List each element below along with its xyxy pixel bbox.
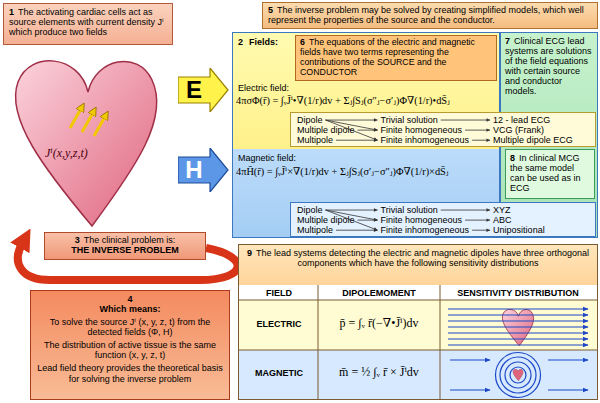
callout-number: 2	[238, 37, 243, 47]
body-text: The inverse problem may be solved by cre…	[268, 5, 584, 25]
note-box: 6The equations of the electric and magne…	[295, 35, 497, 81]
model-term: Finite homogeneous	[381, 125, 463, 135]
body-text: The equations of the electric and magnet…	[300, 37, 475, 77]
field-letter: H	[178, 157, 210, 183]
body-text: Lead field theory provides the theoretic…	[37, 363, 223, 383]
model-term: XYZ	[493, 205, 511, 215]
body-text: The clinical problem is:	[84, 235, 176, 245]
model-term: ABC	[493, 215, 512, 225]
model-box: DipoleMultiple dipoleMultipole Trivial so…	[290, 202, 596, 237]
model-arrow	[326, 210, 378, 211]
model-term: Finite inhomogeneous	[381, 225, 470, 235]
table-header: FIELD	[240, 288, 318, 298]
model-term: Dipole	[297, 115, 323, 125]
model-term: Multiple dipole	[297, 125, 355, 135]
model-arrow	[336, 230, 378, 231]
note-box: 1The activating cardiac cells act as sou…	[3, 3, 173, 45]
current-density-label: Jⁱ(x,y,z,t)	[45, 146, 88, 161]
note-box: 3 The clinical problem is:THE INVERSE PRO…	[44, 232, 206, 260]
model-term: Multiple dipole ECG	[493, 135, 573, 145]
arrowhead	[374, 228, 378, 231]
callout-number: 8	[510, 153, 515, 163]
note-box: 4Which means: To solve the source Jⁱ (x, …	[30, 290, 230, 400]
body-text: In clinical MCG the same model can be us…	[510, 153, 581, 193]
callout-number: 7	[505, 36, 510, 46]
body-text: The activating cardiac cells act as sour…	[9, 7, 164, 37]
model-term: Trivial solution	[381, 205, 438, 215]
field-label: Magnetic field:	[238, 153, 296, 163]
model-term: Unipositional	[493, 225, 545, 235]
model-term: Dipole	[297, 205, 323, 215]
heading: Fields:	[249, 37, 278, 47]
model-term: Trivial solution	[381, 115, 438, 125]
model-term: 12 - lead ECG	[493, 115, 550, 125]
table-header: SENSITIVITY DISTRIBUTION	[440, 288, 596, 298]
model-arrow	[465, 130, 490, 131]
field-arrow: E	[178, 68, 230, 112]
body-text: To solve the source Jⁱ (x, y, z, t) from…	[37, 317, 223, 337]
heart-illustration	[16, 61, 157, 226]
model-arrow	[326, 210, 378, 230]
model-arrow	[326, 120, 378, 121]
equation: 4πσΦ(r̄) = ∫ᵥJ̄ⁱ•∇(1/r)dv + Σⱼ∫Sⱼ(σ″ⱼ−σ′…	[236, 95, 498, 107]
arrowhead	[374, 218, 378, 221]
model-arrow	[326, 120, 378, 130]
model-term: VCG (Frank)	[493, 125, 544, 135]
field-label: Electric field:	[238, 83, 289, 93]
field-arrow: H	[178, 148, 230, 192]
arrow-shape	[178, 148, 228, 192]
callout-number: 9	[247, 248, 252, 258]
model-term: Multipole	[297, 225, 333, 235]
arrowhead	[487, 138, 491, 141]
model-term: Finite inhomogeneous	[381, 135, 470, 145]
note-box: 5The inverse problem may be solved by cr…	[262, 2, 598, 29]
callout-number: 6	[300, 37, 305, 47]
callout-number: 3	[75, 235, 80, 245]
heading: THE INVERSE PROBLEM	[49, 245, 201, 255]
arrowhead	[487, 128, 491, 131]
arrowhead	[374, 128, 378, 131]
arrowhead	[487, 118, 491, 121]
arrow-shape	[178, 68, 230, 112]
arrowhead	[374, 138, 378, 141]
callout-number: 1	[9, 7, 14, 17]
body-text: The lead systems detecting the electric …	[256, 248, 589, 268]
arrowhead	[487, 218, 491, 221]
arrowhead	[374, 128, 378, 131]
table-cell: MAGNETIC	[240, 368, 318, 378]
heading: Which means:	[37, 304, 223, 314]
current-arrows	[70, 107, 106, 136]
model-term: Finite homogeneous	[381, 215, 463, 225]
callout-number: 4	[37, 294, 223, 304]
model-arrow	[326, 120, 378, 140]
table-equation: p̄ = ∫ᵥ r̄(−∇•J̄ⁱ)dv	[318, 316, 440, 331]
model-arrow	[336, 140, 378, 141]
field-letter: E	[178, 77, 210, 103]
arrowhead	[374, 218, 378, 221]
table-cell: ELECTRIC	[240, 319, 318, 329]
model-arrow	[441, 210, 490, 211]
table-equation: m̄ = ½ ∫ᵥ r̄ × J̄ⁱdv	[318, 365, 440, 380]
model-arrow	[326, 210, 378, 220]
body-text: Clinical ECG lead systems are solutions …	[505, 36, 592, 96]
model-arrow	[441, 120, 490, 121]
callout-number: 5	[268, 5, 273, 15]
arrow-shape	[178, 68, 228, 112]
model-box: DipoleMultiple dipoleMultipole Trivial so…	[290, 112, 596, 147]
note-box: 8In clinical MCG the same model can be u…	[505, 149, 595, 199]
arrowhead	[374, 118, 378, 121]
body-text: The distribution of active tissue is the…	[37, 340, 223, 360]
arrowhead	[487, 228, 491, 231]
model-term: Multiple dipole	[297, 215, 355, 225]
model-term: Multipole	[297, 135, 333, 145]
arrowhead	[374, 208, 378, 211]
table-header: DIPOLEMOMENT	[318, 288, 440, 298]
equation: 4πH̄(r̄) = ∫ᵥJ̄ⁱ×∇(1/r)dv + Σⱼ∫Sⱼ(σ′ⱼ−σ″…	[236, 166, 498, 178]
model-arrow	[465, 220, 490, 221]
arrowhead	[487, 208, 491, 211]
